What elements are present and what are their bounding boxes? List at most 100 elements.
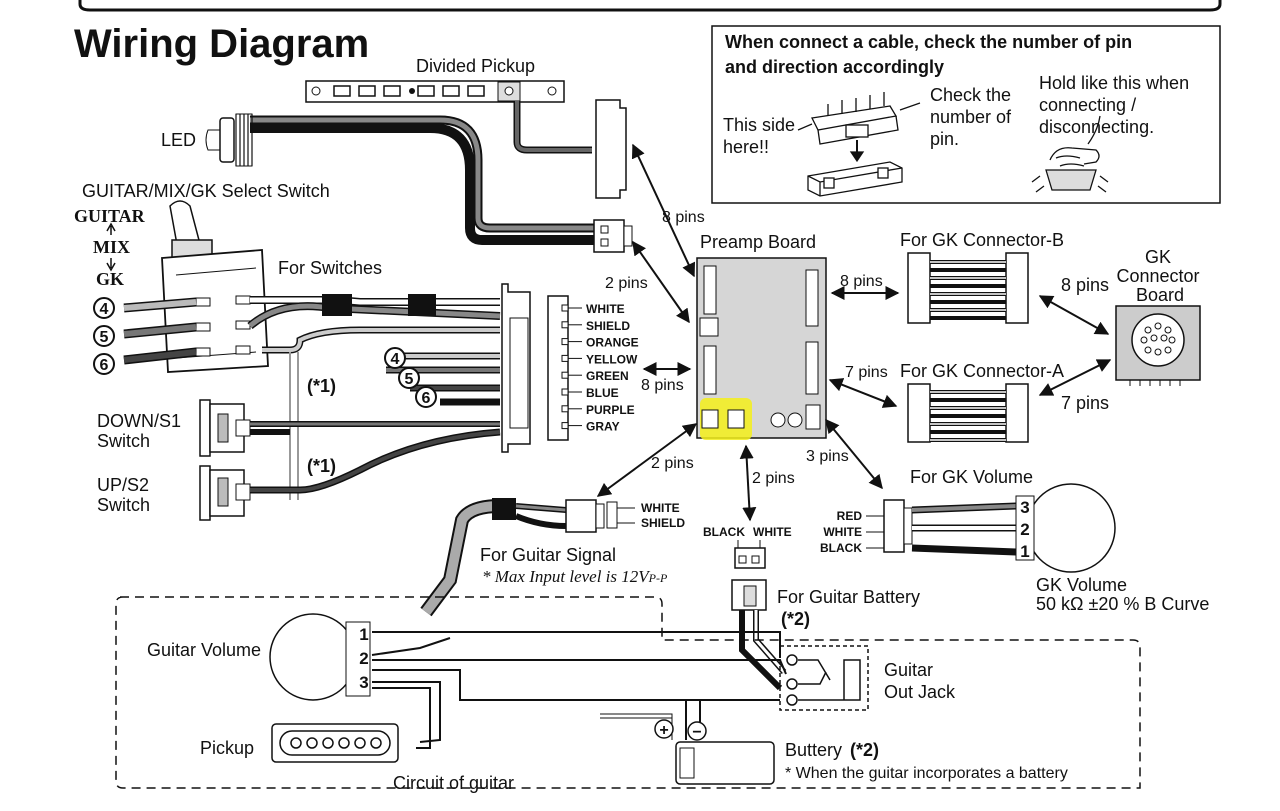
callout-heading-2: and direction accordingly bbox=[725, 57, 944, 77]
connector-sketch-icon bbox=[797, 92, 921, 197]
gvol-lug-1: 1 bbox=[359, 625, 368, 644]
callout-check-1: Check the bbox=[930, 85, 1011, 105]
callout-heading-1: When connect a cable, check the number o… bbox=[725, 32, 1132, 52]
switch-wire-pin bbox=[561, 422, 569, 430]
switch-wire-label: GREEN bbox=[586, 369, 629, 383]
gk-volume-spec: 50 kΩ ±20 % B Curve bbox=[1036, 594, 1209, 614]
battery-note: * When the guitar incorporates a battery bbox=[785, 765, 1068, 782]
gk-board-label-3: Board bbox=[1136, 285, 1184, 305]
gk-board-label-1: GK bbox=[1145, 247, 1171, 267]
switch-wire-pin bbox=[561, 304, 569, 312]
gk-connector-a-cable: For GK Connector-A bbox=[900, 361, 1064, 443]
battery-note2: (*2) bbox=[781, 609, 810, 629]
gvol-lug-2: 2 bbox=[359, 649, 368, 668]
for-guitar-signal-label: For Guitar Signal bbox=[480, 545, 616, 565]
callout-hold-2: connecting / bbox=[1039, 95, 1136, 115]
cable-terminal-5: 5 bbox=[405, 371, 414, 388]
switch-terminal-numbers: 4 5 6 bbox=[93, 297, 115, 375]
pos-guitar: GUITAR bbox=[74, 206, 146, 226]
hand-grip-icon bbox=[1031, 115, 1109, 193]
down-label-1: DOWN/S1 bbox=[97, 411, 181, 431]
callout-check-3: pin. bbox=[930, 129, 959, 149]
for-switches-label: For Switches bbox=[278, 258, 382, 278]
up-s2-switch: UP/S2 Switch bbox=[97, 428, 501, 521]
divided-pickup-label: Divided Pickup bbox=[416, 56, 535, 76]
pins-8-switch: 8 pins bbox=[641, 377, 684, 394]
note1-upper: (*1) bbox=[307, 376, 336, 396]
gk-volume-label: GK Volume bbox=[1036, 575, 1127, 595]
signal-wire-label: SHIELD bbox=[641, 516, 685, 530]
guitar-out-label-2: Out Jack bbox=[884, 682, 956, 702]
for-guitar-battery-label: For Guitar Battery bbox=[777, 587, 920, 607]
guitar-pickup: Pickup bbox=[200, 723, 399, 763]
guitar-out-label-1: Guitar bbox=[884, 660, 933, 680]
battery-label: Buttery(*2) bbox=[785, 740, 879, 760]
pins-2-upper: 2 pins bbox=[605, 275, 648, 292]
switch-wire-pin bbox=[561, 388, 569, 396]
gk-a-label: For GK Connector-A bbox=[900, 361, 1064, 381]
guitar-internal-wiring bbox=[371, 631, 787, 749]
highlight-mark bbox=[700, 398, 752, 440]
up-label-1: UP/S2 bbox=[97, 475, 149, 495]
switch-wire-pin bbox=[561, 321, 569, 329]
signal-wire-label: WHITE bbox=[641, 501, 680, 515]
switch-wire-label: PURPLE bbox=[586, 403, 635, 417]
terminal-5: 5 bbox=[100, 329, 109, 346]
cable-terminal-4: 4 bbox=[391, 351, 400, 368]
gk-connector-b-cable: For GK Connector-B bbox=[900, 230, 1064, 324]
cable-terminal-6: 6 bbox=[422, 390, 431, 407]
switch-wire-pin bbox=[561, 371, 569, 379]
callout-check-2: number of bbox=[930, 107, 1012, 127]
gkvol-wire-label: BLACK bbox=[820, 541, 862, 555]
pins-2-bat: 2 pins bbox=[752, 470, 795, 487]
gk-board-label-2: Connector bbox=[1116, 266, 1199, 286]
battery-minus: − bbox=[692, 724, 701, 741]
switch-wire-label: GRAY bbox=[586, 420, 620, 434]
pos-gk: GK bbox=[96, 269, 124, 289]
cable-terminal-numbers: 4 5 6 bbox=[384, 347, 437, 408]
pos-mix: MIX bbox=[93, 237, 130, 257]
gvol-lug-3: 3 bbox=[359, 673, 368, 692]
preamp-board: Preamp Board bbox=[696, 232, 827, 440]
switch-wire-list: WHITESHIELDORANGEYELLOWGREENBLUEPURPLEGR… bbox=[561, 302, 639, 434]
note1-lower: (*1) bbox=[307, 456, 336, 476]
guitar-signal-cable: For Guitar Signal * Max Input level is 1… bbox=[420, 498, 668, 617]
for-gk-volume-label: For GK Volume bbox=[910, 467, 1033, 487]
gk-connector-board: GK Connector Board bbox=[1115, 247, 1201, 386]
pins-2-sig: 2 pins bbox=[651, 455, 694, 472]
switch-wire-pin bbox=[561, 338, 569, 346]
page-title: Wiring Diagram bbox=[74, 22, 369, 66]
gkvol-lug-3: 3 bbox=[1020, 498, 1029, 517]
max-input-label: * Max Input level is 12VP-P bbox=[482, 567, 668, 586]
up-label-2: Switch bbox=[97, 495, 150, 515]
switch-wire-label: YELLOW bbox=[586, 352, 638, 366]
battery-connector: BLACK WHITE For Guitar Battery (*2) bbox=[703, 525, 920, 691]
terminal-6: 6 bbox=[100, 357, 109, 374]
switch-wire-label: WHITE bbox=[586, 302, 625, 316]
pins-3-vol: 3 pins bbox=[806, 448, 849, 465]
guitar-out-jack: Guitar Out Jack bbox=[779, 645, 956, 711]
pins-7-board: 7 pins bbox=[1061, 393, 1109, 413]
gkvol-lug-1: 1 bbox=[1020, 542, 1029, 561]
gk-volume-section: For GK Volume 3 2 1 GK Volume 50 kΩ ±20 … bbox=[883, 467, 1209, 614]
bat-white-label: WHITE bbox=[753, 525, 792, 539]
switches-connector-8pin bbox=[501, 283, 569, 453]
bat-black-label: BLACK bbox=[703, 525, 745, 539]
led-label: LED bbox=[161, 130, 196, 150]
switches-cable bbox=[247, 294, 501, 406]
gkvol-wire-label: WHITE bbox=[823, 525, 862, 539]
terminal-4: 4 bbox=[100, 301, 109, 318]
divided-pickup: Divided Pickup bbox=[305, 56, 565, 103]
down-label-2: Switch bbox=[97, 431, 150, 451]
select-switch-label: GUITAR/MIX/GK Select Switch bbox=[82, 181, 330, 201]
gk-b-label: For GK Connector-B bbox=[900, 230, 1064, 250]
callout-hold-1: Hold like this when bbox=[1039, 73, 1189, 93]
battery: + − Buttery(*2) * When the guitar incorp… bbox=[654, 719, 1068, 785]
guitar-volume-label: Guitar Volume bbox=[147, 640, 261, 660]
switch-input-wires bbox=[123, 297, 197, 365]
pins-7-gka: 7 pins bbox=[845, 364, 888, 381]
callout-this-side-1: This side bbox=[723, 115, 795, 135]
